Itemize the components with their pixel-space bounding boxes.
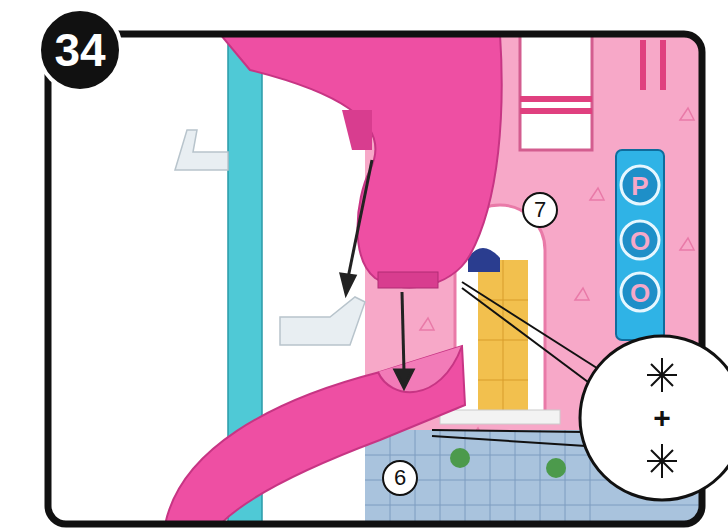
leader-lines xyxy=(432,282,600,446)
step-number: 34 xyxy=(37,7,123,93)
callout-number: 7 xyxy=(522,192,558,228)
upper-slide xyxy=(220,34,502,287)
arrows xyxy=(341,160,413,388)
step-number-text: 34 xyxy=(54,27,105,73)
pool-sign xyxy=(616,150,664,340)
callout-number-text: 6 xyxy=(394,467,406,489)
clear-bracket xyxy=(175,130,228,170)
plus-sign: + xyxy=(642,398,682,438)
sign-letter: O xyxy=(630,280,650,306)
click-symbol xyxy=(647,358,677,478)
sign-letter: P xyxy=(631,173,648,199)
sign-letter: O xyxy=(630,228,650,254)
callout-number: 6 xyxy=(382,460,418,496)
lower-slide xyxy=(165,346,465,524)
callout-circle xyxy=(580,336,728,500)
callout-number-text: 7 xyxy=(534,199,546,221)
window xyxy=(520,34,592,150)
clear-bracket xyxy=(280,297,365,345)
plus-sign-text: + xyxy=(653,403,671,433)
door-interior xyxy=(478,260,528,410)
